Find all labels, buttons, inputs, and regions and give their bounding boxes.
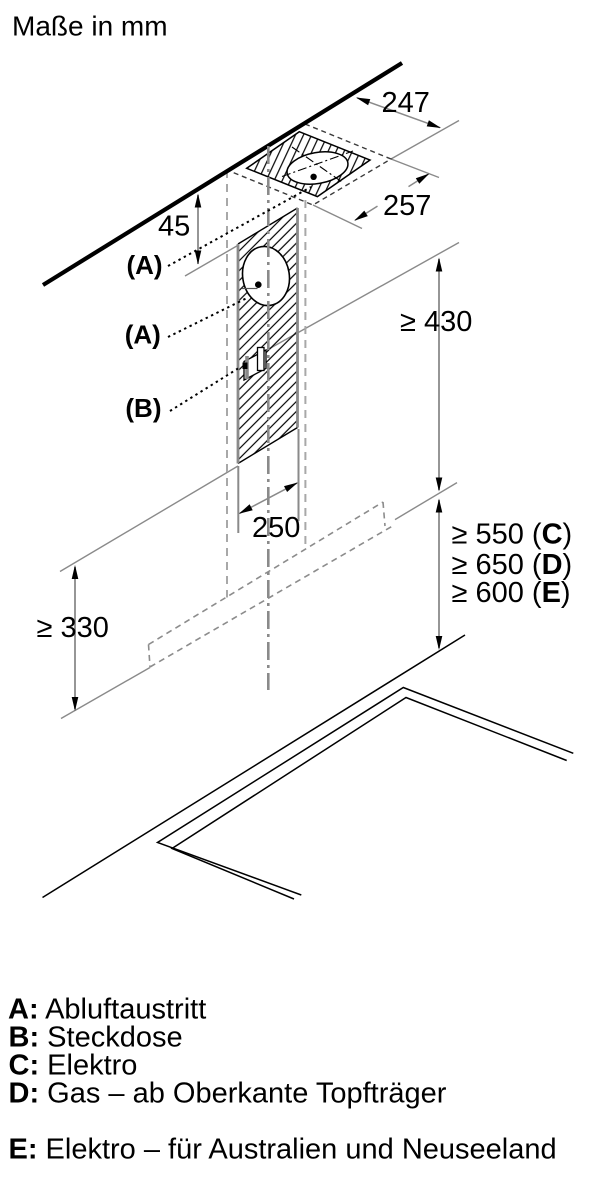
svg-text:≥ 430: ≥ 430 <box>400 306 472 338</box>
svg-text:Maße in mm: Maße in mm <box>12 11 168 42</box>
svg-text:(A): (A) <box>125 320 161 350</box>
svg-text:C: Elektro: C: Elektro <box>9 1049 138 1081</box>
svg-text:(B): (B) <box>125 393 161 423</box>
svg-text:≥ 330: ≥ 330 <box>37 612 109 644</box>
svg-text:≥ 600 (E): ≥ 600 (E) <box>452 577 571 609</box>
svg-text:B: Steckdose: B: Steckdose <box>9 1021 183 1053</box>
svg-text:257: 257 <box>383 190 431 222</box>
svg-text:250: 250 <box>252 512 300 544</box>
svg-text:A: Abluftaustritt: A: Abluftaustritt <box>8 993 206 1025</box>
svg-text:≥ 550 (C): ≥ 550 (C) <box>452 519 573 551</box>
svg-text:(A): (A) <box>127 250 163 280</box>
svg-text:≥ 650 (D): ≥ 650 (D) <box>452 549 573 581</box>
svg-text:E: Elektro – für Australien un: E: Elektro – für Australien und Neuseela… <box>9 1133 557 1165</box>
svg-text:247: 247 <box>382 87 430 119</box>
svg-text:45: 45 <box>158 211 190 243</box>
svg-text:D: Gas – ab Oberkante Topfträg: D: Gas – ab Oberkante Topfträger <box>9 1077 447 1109</box>
